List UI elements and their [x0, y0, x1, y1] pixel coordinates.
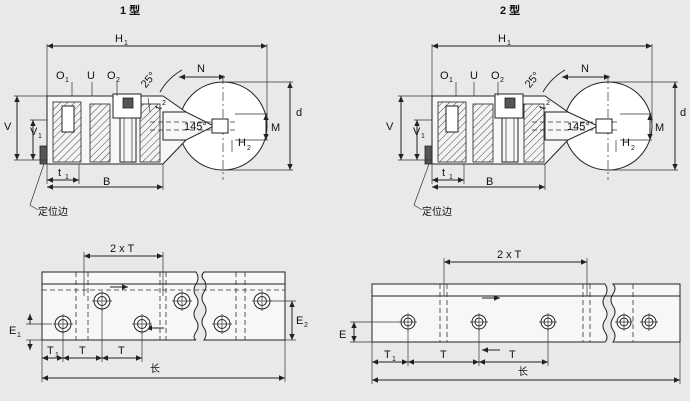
- label-locating-edge: 定位边: [422, 205, 452, 218]
- label-O1: O: [56, 70, 65, 82]
- label-locating-edge: 定位边: [38, 205, 68, 218]
- label-O2-sub: 2: [116, 77, 120, 84]
- label-T1: T: [384, 349, 391, 361]
- label-V1-sub: 1: [38, 133, 42, 140]
- label-t1-sub: 1: [65, 174, 69, 181]
- type1-title: 1 型: [120, 3, 140, 17]
- label-O2: O: [107, 70, 116, 82]
- label-H2-sub: 2: [631, 145, 635, 152]
- label-H1-sub: 1: [124, 40, 128, 47]
- label-E1: E: [9, 325, 16, 337]
- label-E2-sub: 2: [304, 322, 308, 329]
- type2-section-view: 2 型: [386, 3, 686, 218]
- type2-title: 2 型: [500, 3, 520, 17]
- label-V: V: [4, 121, 12, 133]
- label-t1: t: [442, 167, 445, 179]
- label-t2: t: [537, 105, 548, 112]
- label-V1: V: [413, 126, 421, 138]
- label-t2-sub: 2: [546, 100, 550, 107]
- label-T1-sub: 1: [55, 352, 59, 359]
- label-N: N: [581, 63, 589, 75]
- hole: [470, 313, 488, 331]
- label-t1-sub: 1: [449, 174, 453, 181]
- label-N: N: [197, 63, 205, 75]
- label-U: U: [87, 70, 95, 82]
- label-t1: t: [58, 167, 61, 179]
- label-T: T: [440, 349, 447, 361]
- label-H1-sub: 1: [507, 40, 511, 47]
- type2-plan-view: 2 x T E T 1 T T 长: [339, 249, 681, 384]
- hole: [640, 313, 658, 331]
- label-V1-sub: 1: [421, 133, 425, 140]
- label-angle-145: 145°: [567, 121, 590, 133]
- label-t2: t: [153, 105, 164, 112]
- label-B: B: [486, 176, 493, 188]
- label-E2: E: [296, 315, 303, 327]
- hole: [172, 291, 192, 311]
- label-2xT: 2 x T: [497, 249, 522, 261]
- label-T: T: [118, 345, 125, 357]
- hole: [92, 291, 112, 311]
- label-E1-sub: 1: [17, 332, 21, 339]
- label-T: T: [509, 349, 516, 361]
- label-angle-25: 25°: [523, 70, 543, 90]
- hole: [399, 313, 417, 331]
- label-angle-145: 145°: [184, 121, 207, 133]
- label-O1-sub: 1: [65, 77, 69, 84]
- label-B: B: [103, 176, 110, 188]
- hole: [615, 313, 633, 331]
- label-H2-sub: 2: [247, 145, 251, 152]
- label-2xT: 2 x T: [110, 243, 135, 255]
- label-T1-sub: 1: [392, 356, 396, 363]
- label-U: U: [470, 70, 478, 82]
- label-length: 长: [150, 363, 160, 375]
- label-M: M: [271, 122, 280, 134]
- label-t2-sub: 2: [162, 100, 166, 107]
- label-O1-sub: 1: [449, 77, 453, 84]
- label-O2-sub: 2: [500, 77, 504, 84]
- label-H2: H: [238, 137, 246, 149]
- label-d: d: [680, 107, 686, 119]
- label-O1: O: [440, 70, 449, 82]
- label-angle-25: 25°: [139, 70, 159, 90]
- label-length: 长: [518, 366, 528, 378]
- label-d: d: [296, 107, 302, 119]
- label-T1: T: [47, 345, 54, 357]
- label-O2: O: [491, 70, 500, 82]
- label-H1: H: [498, 33, 506, 45]
- type1-plan-view: 2 x T E 1 E 2 T 1 T T 长: [9, 243, 308, 382]
- label-H2: H: [622, 137, 630, 149]
- label-V: V: [386, 121, 394, 133]
- label-M: M: [655, 122, 664, 134]
- hole: [53, 314, 73, 334]
- label-E: E: [339, 329, 346, 341]
- label-H1: H: [115, 33, 123, 45]
- label-T: T: [79, 345, 86, 357]
- type1-section-view: 1 型: [4, 3, 302, 218]
- label-V1: V: [30, 126, 38, 138]
- hole: [212, 314, 232, 334]
- hole: [132, 314, 152, 334]
